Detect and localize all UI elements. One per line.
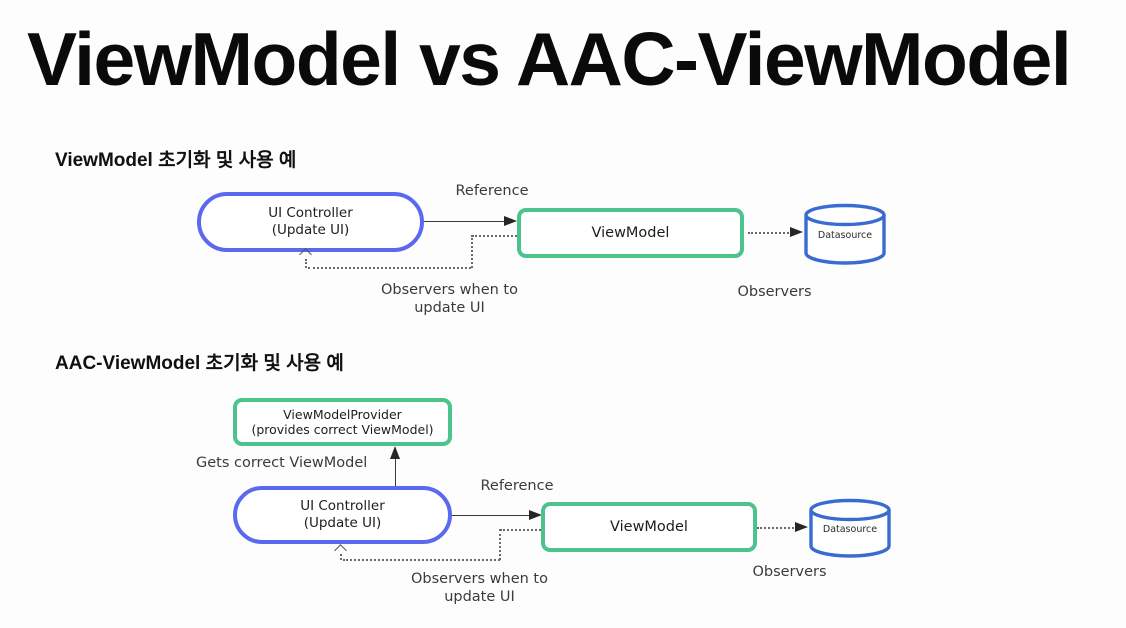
section-heading-viewmodel: ViewModel 초기화 및 사용 예 — [55, 150, 297, 171]
observer-path-segment — [305, 259, 307, 268]
observers-update-line1: Observers when to — [380, 282, 518, 298]
observer-path-segment — [757, 527, 797, 529]
ui-controller-label-line1: UI Controller — [268, 205, 353, 221]
node-viewmodel: ViewModel — [517, 208, 744, 258]
provider-label-line1: ViewModelProvider — [283, 406, 402, 422]
gets-correct-label: Gets correct ViewModel — [196, 455, 368, 471]
node-viewmodelprovider: ViewModelProvider (provides correct View… — [233, 398, 452, 446]
viewmodel-label: ViewModel — [591, 225, 670, 241]
ui-controller2-label-line1: UI Controller — [300, 498, 385, 514]
arrowhead-right-icon — [529, 510, 542, 520]
observers-update-line2: update UI — [414, 299, 485, 316]
observers-label-2: Observers — [752, 564, 827, 580]
observers-update2-line2: update UI — [444, 588, 515, 605]
page-title: ViewModel vs AAC-ViewModel — [27, 17, 1072, 101]
gets-viewmodel-arrow-line — [395, 458, 396, 487]
node-ui-controller-2: UI Controller (Update UI) — [233, 486, 452, 544]
ui-controller-label-line2: (Update UI) — [271, 222, 350, 238]
arrowhead-right-icon — [790, 227, 803, 237]
arrowhead-right-icon — [504, 216, 517, 226]
observer-path-segment — [472, 235, 517, 237]
arrowhead-up-icon — [390, 446, 400, 459]
reference-arrow-line — [424, 221, 506, 222]
observer-path-segment — [340, 554, 342, 560]
reference-arrow-line-2 — [452, 515, 531, 516]
observers-label: Observers — [737, 284, 812, 300]
observer-path-segment — [500, 529, 541, 531]
ui-controller2-label-line2: (Update UI) — [303, 515, 382, 531]
reference-label: Reference — [455, 183, 529, 199]
node-ui-controller: UI Controller (Update UI) — [197, 192, 424, 252]
observers-update-label-2: Observers when to update UI — [392, 571, 567, 606]
datasource2-label: Datasource — [822, 524, 878, 535]
observer-path-segment — [471, 235, 473, 268]
observer-path-segment — [748, 232, 792, 234]
node-viewmodel-2: ViewModel — [541, 502, 757, 552]
reference-label-2: Reference — [480, 478, 554, 494]
datasource-label: Datasource — [817, 230, 873, 241]
open-arrowhead-up-icon — [334, 544, 347, 557]
database-cylinder-icon — [809, 498, 891, 558]
observers-update2-line1: Observers when to — [410, 571, 548, 587]
provider-label-line2: (provides correct ViewModel) — [251, 422, 434, 437]
observer-path-segment — [343, 559, 500, 561]
observer-path-segment — [499, 529, 501, 560]
observers-update-label: Observers when to update UI — [362, 282, 537, 317]
viewmodel2-label: ViewModel — [610, 519, 688, 535]
arrowhead-right-icon — [795, 522, 808, 532]
observer-path-segment — [308, 267, 471, 269]
node-datasource: Datasource — [802, 202, 888, 266]
section-heading-aac-viewmodel: AAC-ViewModel 초기화 및 사용 예 — [55, 353, 344, 374]
database-cylinder-icon — [804, 203, 886, 265]
node-datasource-2: Datasource — [807, 497, 893, 559]
